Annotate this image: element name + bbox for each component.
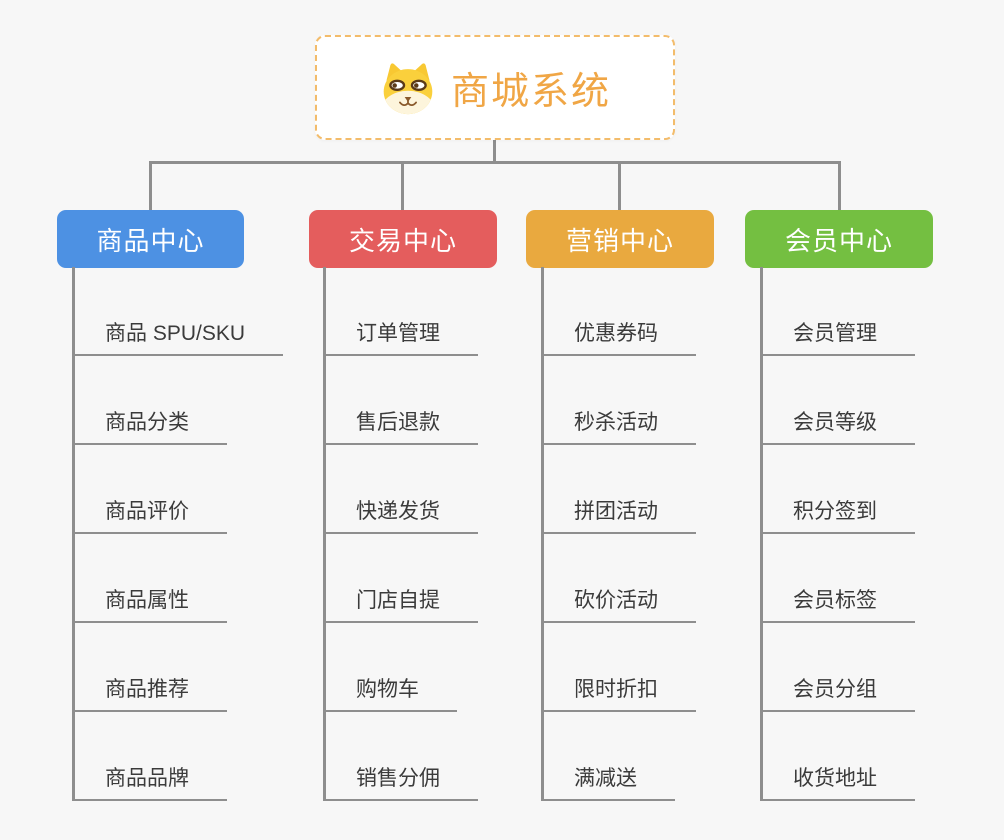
root-node[interactable]: 商城系统 (315, 35, 675, 140)
topic-item[interactable]: 购物车 (326, 623, 556, 712)
topic-item[interactable]: 积分签到 (763, 445, 993, 534)
branch-label: 营销中心 (565, 225, 674, 256)
topic-item[interactable]: 商品评价 (75, 445, 305, 534)
branch-label: 交易中心 (348, 225, 457, 256)
branch-node-product-center[interactable]: 商品中心 (57, 210, 244, 268)
branch-node-member-center[interactable]: 会员中心 (745, 210, 933, 268)
connector-root-drop (493, 140, 496, 161)
connector-drop-member (838, 161, 841, 210)
topic-item[interactable]: 商品分类 (75, 356, 305, 445)
branch-label: 商品中心 (96, 225, 205, 256)
topic-item[interactable]: 拼团活动 (544, 445, 774, 534)
topic-item[interactable]: 砍价活动 (544, 534, 774, 623)
root-title: 商城系统 (450, 71, 611, 113)
topic-item[interactable]: 秒杀活动 (544, 356, 774, 445)
topic-item[interactable]: 商品品牌 (75, 712, 305, 801)
topic-item[interactable]: 商品 SPU/SKU (75, 267, 305, 356)
branch-column-marketing-center: 优惠券码 秒杀活动 拼团活动 砍价活动 限时折扣 满减送 (541, 267, 774, 801)
topic-item[interactable]: 收货地址 (763, 712, 993, 801)
topic-item[interactable]: 会员分组 (763, 623, 993, 712)
topic-item[interactable]: 满减送 (544, 712, 774, 801)
branch-label: 会员中心 (784, 225, 893, 256)
topic-item[interactable]: 会员标签 (763, 534, 993, 623)
branch-node-trade-center[interactable]: 交易中心 (309, 210, 497, 268)
topic-item[interactable]: 限时折扣 (544, 623, 774, 712)
topic-item[interactable]: 商品推荐 (75, 623, 305, 712)
topic-item[interactable]: 会员管理 (763, 267, 993, 356)
topic-item[interactable]: 门店自提 (326, 534, 556, 623)
topic-item[interactable]: 商品属性 (75, 534, 305, 623)
connector-drop-marketing (618, 161, 621, 210)
topic-item[interactable]: 优惠券码 (544, 267, 774, 356)
topic-item[interactable]: 售后退款 (326, 356, 556, 445)
topic-item[interactable]: 快递发货 (326, 445, 556, 534)
topic-item[interactable]: 会员等级 (763, 356, 993, 445)
connector-drop-product (149, 161, 152, 210)
branch-column-trade-center: 订单管理 售后退款 快递发货 门店自提 购物车 销售分佣 (323, 267, 556, 801)
branch-column-member-center: 会员管理 会员等级 积分签到 会员标签 会员分组 收货地址 (760, 267, 993, 801)
topic-item[interactable]: 订单管理 (326, 267, 556, 356)
topic-item[interactable]: 销售分佣 (326, 712, 556, 801)
branch-column-product-center: 商品 SPU/SKU 商品分类 商品评价 商品属性 商品推荐 商品品牌 (72, 267, 305, 801)
dog-face-icon (383, 62, 433, 114)
branch-node-marketing-center[interactable]: 营销中心 (526, 210, 714, 268)
connector-drop-trade (401, 161, 404, 210)
connector-bus (149, 161, 841, 164)
